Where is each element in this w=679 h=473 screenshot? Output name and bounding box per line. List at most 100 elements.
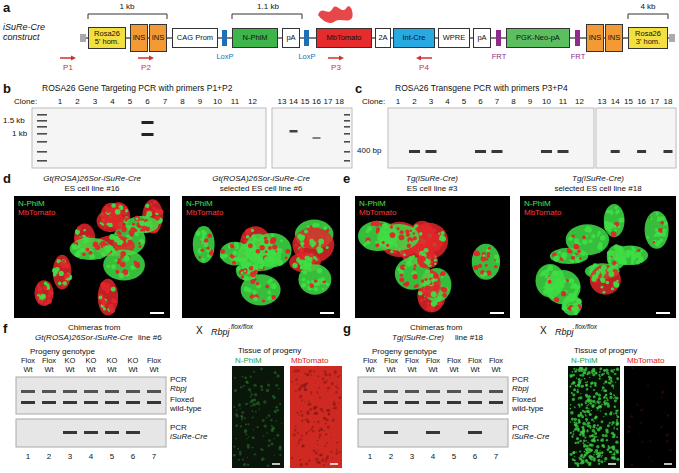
tissue-speck: [587, 429, 588, 430]
cell: [220, 249, 225, 254]
tissue-speck: [605, 381, 607, 383]
tissue-speck: [580, 455, 582, 457]
tissue-speck: [597, 407, 598, 408]
cell: [318, 244, 321, 247]
tissue-speck: [253, 429, 254, 430]
tissue-speck: [613, 428, 614, 429]
tissue-speck: [273, 438, 274, 439]
tissue-speck: [586, 445, 589, 448]
tissue-speck: [616, 419, 618, 421]
cell: [149, 220, 152, 223]
cell: [597, 246, 600, 249]
tissue-speck: [317, 450, 319, 452]
tissue-speck: [234, 389, 237, 392]
tissue-speck: [250, 400, 253, 403]
tissue-speck: [298, 370, 300, 372]
cell: [430, 252, 436, 258]
cell: [403, 253, 406, 256]
tissue-speck: [575, 442, 577, 444]
cell: [259, 245, 264, 250]
construct-element: MbTomato: [316, 28, 372, 48]
tissue-speck: [318, 437, 320, 439]
cell: [370, 222, 374, 226]
colony: [103, 250, 145, 281]
tissue-speck: [615, 412, 617, 414]
tissue-speck: [603, 401, 605, 403]
tissue-speck: [571, 418, 574, 421]
gel-band: [37, 120, 47, 122]
cell: [420, 256, 426, 262]
construct-element: pA: [473, 28, 491, 48]
cell: [241, 275, 244, 278]
tissue-speck: [267, 384, 270, 387]
cell: [264, 239, 269, 244]
tissue-speck: [636, 404, 639, 407]
construct-element: INS: [149, 24, 167, 52]
tissue-speck: [339, 375, 341, 377]
cell: [101, 241, 106, 246]
tissue-speck: [661, 391, 664, 394]
cell: [399, 277, 404, 282]
tissue-speck: [248, 436, 249, 437]
cell: [103, 307, 106, 310]
tissue-speck: [574, 424, 577, 427]
tissue-speck: [595, 449, 598, 452]
cell: [591, 277, 596, 282]
tissue-speck: [250, 376, 252, 378]
tissue-speck: [276, 434, 279, 437]
colony: [562, 295, 582, 315]
tissue-speck: [313, 370, 315, 372]
cell: [106, 290, 110, 294]
cell: [61, 284, 64, 287]
tissue-speck: [595, 392, 598, 395]
micrograph: [624, 366, 676, 468]
cell: [588, 239, 592, 243]
cell: [72, 244, 78, 250]
cell: [125, 209, 128, 212]
cell: [309, 239, 314, 244]
tissue-speck: [596, 400, 599, 403]
tissue-speck: [240, 415, 242, 417]
cell: [575, 257, 581, 263]
tissue-speck: [606, 397, 608, 399]
tissue-speck: [250, 396, 252, 398]
cell: [267, 290, 271, 294]
cell: [230, 244, 233, 247]
cell: [103, 215, 108, 220]
tissue-speck: [305, 462, 309, 466]
tissue-speck: [570, 421, 572, 423]
cell: [108, 304, 114, 310]
cell: [421, 279, 425, 283]
tissue-speck: [291, 381, 293, 383]
cell: [309, 284, 314, 289]
tissue-speck: [601, 438, 605, 442]
cell: [268, 246, 272, 250]
tissue-speck: [587, 371, 591, 375]
element-label: Rosa26 3' hom.: [633, 30, 663, 47]
cell: [487, 255, 490, 258]
cell: [315, 282, 320, 287]
micrograph: [182, 196, 340, 318]
colony: [604, 204, 625, 237]
tissue-speck: [592, 440, 595, 443]
scale-bar: [664, 463, 672, 465]
cell: [241, 272, 244, 275]
gel-band: [405, 401, 419, 404]
cell: [82, 253, 86, 257]
tissue-speck: [615, 449, 619, 453]
cell: [245, 229, 251, 235]
tissue-speck: [321, 458, 324, 461]
cell: [611, 231, 617, 237]
tissue-speck: [661, 396, 663, 398]
tissue-speck: [315, 382, 316, 383]
tissue-speck: [316, 391, 318, 393]
gel-band: [37, 151, 47, 153]
construct-element: WPRE: [438, 28, 470, 48]
cell: [145, 219, 148, 222]
gel-band: [426, 401, 440, 404]
tissue-speck: [574, 428, 577, 431]
gel-band: [142, 133, 154, 136]
tissue-speck: [292, 371, 294, 373]
cell: [561, 291, 566, 296]
colony: [193, 226, 215, 263]
